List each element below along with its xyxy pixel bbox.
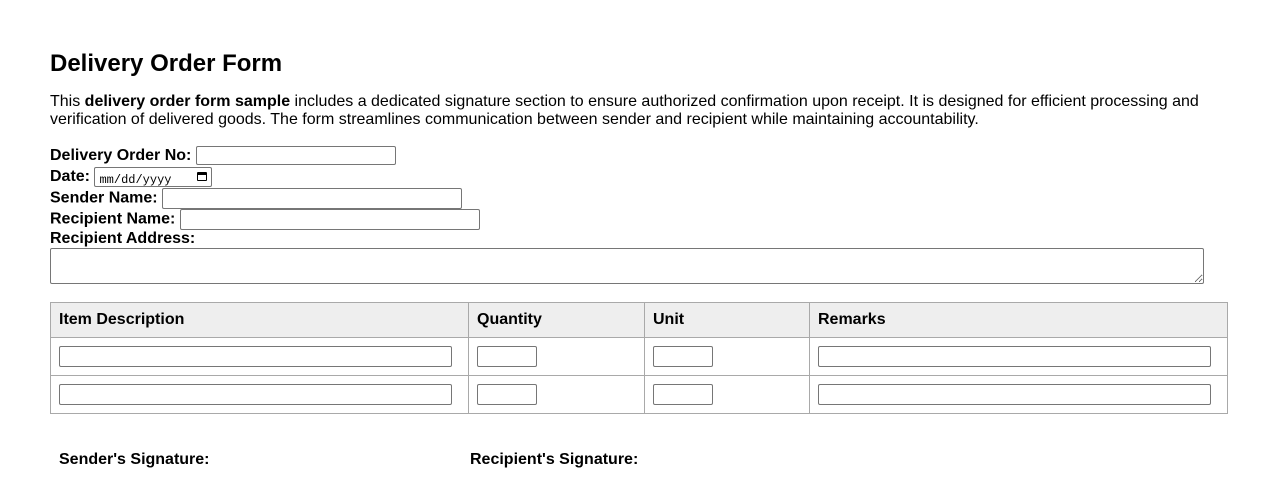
item-description-input[interactable] (59, 346, 452, 367)
cell-remarks (809, 375, 1228, 414)
sender-signature-label: Sender's Signature: (59, 451, 210, 468)
unit-input[interactable] (653, 384, 713, 405)
recipient-name-input[interactable] (179, 209, 480, 230)
header-remarks: Remarks (809, 302, 1228, 338)
recipient-address-label: Recipient Address: (50, 230, 196, 247)
cell-item-description (50, 337, 469, 376)
recipient-address-row: Recipient Address: (50, 229, 195, 249)
header-item-description: Item Description (50, 302, 469, 338)
sender-name-row: Sender Name: (50, 188, 463, 209)
table-row (50, 375, 1228, 414)
order-no-label: Delivery Order No: (50, 147, 192, 164)
date-label: Date: (50, 168, 91, 186)
intro-prefix: This (50, 93, 85, 110)
header-unit: Unit (644, 302, 810, 338)
recipient-address-textarea[interactable] (50, 248, 1204, 284)
cell-unit (644, 375, 810, 414)
table-header-row: Item Description Quantity Unit Remarks (50, 302, 1228, 338)
remarks-input[interactable] (818, 384, 1211, 405)
date-input[interactable]: mm/dd/yyyy (94, 167, 213, 187)
recipient-signature-label: Recipient's Signature: (470, 451, 639, 468)
header-quantity: Quantity (468, 302, 645, 338)
item-description-input[interactable] (59, 384, 452, 405)
sender-name-label: Sender Name: (50, 189, 158, 207)
order-no-row: Delivery Order No: (50, 146, 396, 166)
cell-unit (644, 337, 810, 376)
quantity-input[interactable] (477, 384, 537, 405)
order-no-input[interactable] (195, 146, 396, 166)
intro-bold: delivery order form sample (84, 93, 291, 110)
cell-item-description (50, 375, 469, 414)
remarks-input[interactable] (818, 346, 1211, 367)
unit-input[interactable] (653, 346, 713, 367)
intro-suffix: includes a dedicated signature section t… (50, 93, 1199, 128)
table-row (50, 337, 1228, 376)
date-placeholder: mm/dd/yyyy (99, 173, 172, 187)
cell-quantity (468, 337, 645, 376)
calendar-icon[interactable] (197, 172, 208, 181)
intro-paragraph: This delivery order form sample includes… (50, 93, 1220, 129)
recipient-name-label: Recipient Name: (50, 210, 176, 228)
date-row: Date: mm/dd/yyyy (50, 167, 213, 187)
sender-name-input[interactable] (162, 188, 463, 209)
quantity-input[interactable] (477, 346, 537, 367)
page-title: Delivery Order Form (50, 50, 283, 77)
items-table: Item Description Quantity Unit Remarks (50, 302, 1228, 414)
cell-quantity (468, 375, 645, 414)
recipient-name-row: Recipient Name: (50, 209, 480, 230)
cell-remarks (809, 337, 1228, 376)
